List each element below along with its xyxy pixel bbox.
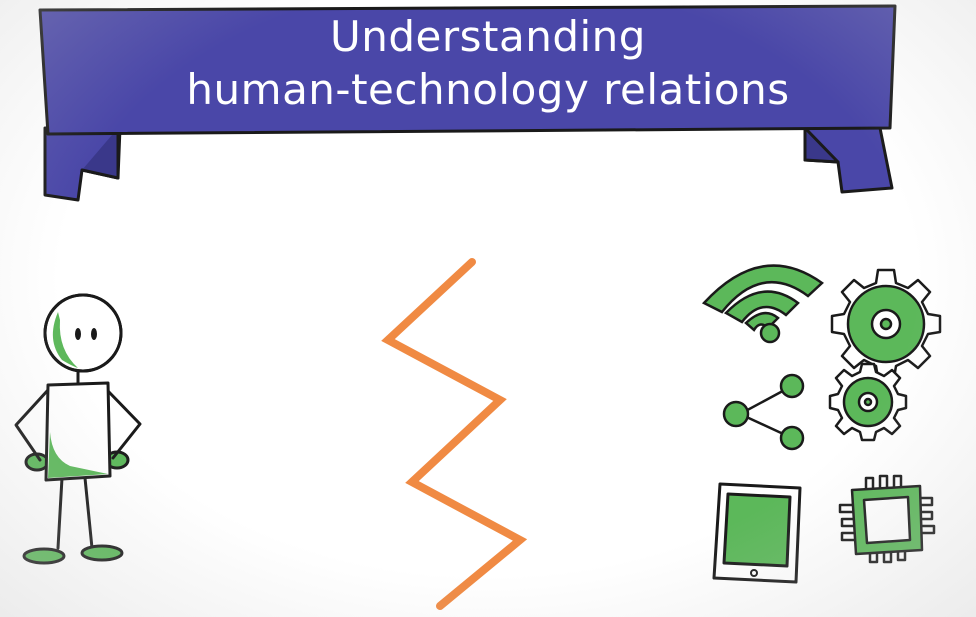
wifi-icon [701,264,824,344]
zigzag-divider [381,258,528,610]
banner-title-line-2: human-technology relations [186,65,790,114]
tablet-icon [712,482,802,584]
share-icon [722,373,805,451]
gear-icon-large [830,268,942,380]
gear-icon-small [828,362,908,442]
title-banner [38,4,897,202]
banner-title-line-1: Understanding [330,12,646,61]
chip-icon [838,474,936,564]
stick-figure-human [14,293,142,565]
